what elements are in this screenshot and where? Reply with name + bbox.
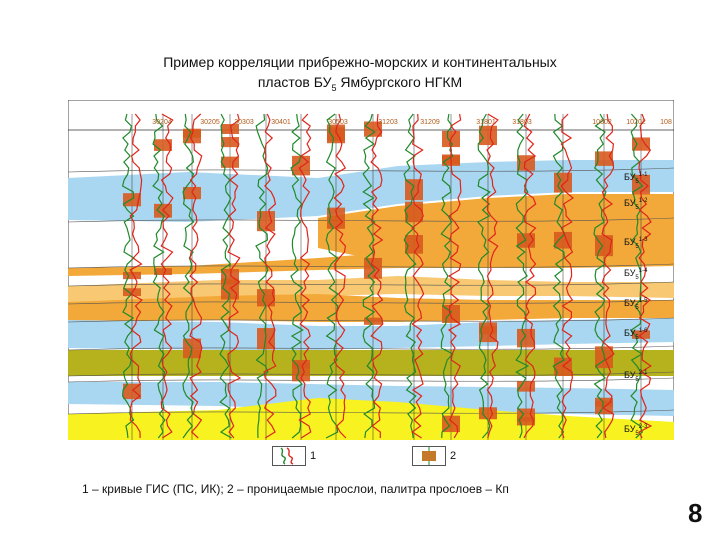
correlation-section: 30204 30205 30303 30401 30503 31203 31209 31801… [68, 100, 674, 440]
well-label: 31203 [378, 119, 398, 126]
well-label: 30303 [234, 119, 254, 126]
well-label: 10202 [626, 119, 646, 126]
caption: 1 – кривые ГИС (ПС, ИК); 2 – проницаемые… [82, 482, 642, 496]
well-label: 30205 [200, 119, 220, 126]
legend-log-curves-icon [272, 446, 306, 466]
permeable-interlayer [517, 381, 535, 391]
page-number: 8 [688, 498, 702, 529]
permeable-interlayer [554, 173, 572, 193]
permeable-interlayer [257, 289, 275, 306]
permeable-interlayer [479, 407, 497, 419]
well-label: 10602 [592, 119, 612, 126]
well-label: 108 [660, 119, 672, 126]
layer-band-olive [68, 350, 674, 376]
legend-label-2: 2 [450, 450, 456, 462]
slide-title: Пример корреляции прибрежно-морских и ко… [60, 52, 660, 98]
permeable-interlayer [405, 202, 423, 223]
well-label: 31803 [512, 119, 532, 126]
title-line-2-prefix: пластов БУ [258, 74, 332, 90]
title-line-2: пластов БУ5 Ямбургского НГКМ [60, 72, 660, 98]
permeable-interlayer [154, 139, 172, 151]
well-label: 30401 [271, 119, 291, 126]
well-label: 31801 [476, 119, 496, 126]
title-line-2-suffix: Ямбургского НГКМ [337, 74, 463, 90]
legend-label-1: 1 [310, 450, 316, 462]
well-label: 31209 [420, 119, 440, 126]
title-line-1: Пример корреляции прибрежно-морских и ко… [60, 52, 660, 72]
legend-permeable-interlayer-icon [412, 446, 446, 466]
well-label: 30204 [152, 119, 172, 126]
well-label: 30503 [328, 119, 348, 126]
